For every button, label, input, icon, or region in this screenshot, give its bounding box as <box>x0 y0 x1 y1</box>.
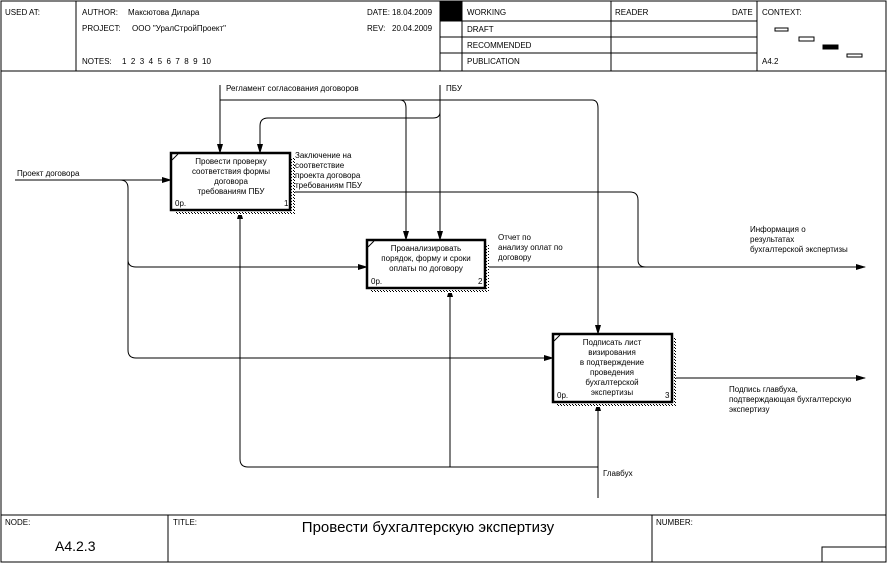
header <box>1 1 886 72</box>
svg-text:1: 1 <box>284 199 289 208</box>
context-label: CONTEXT: <box>762 8 802 17</box>
svg-text:Подпись главбуха,: Подпись главбуха, <box>729 385 798 394</box>
svg-text:3: 3 <box>665 391 670 400</box>
rev: 20.04.2009 <box>392 24 433 33</box>
svg-text:анализу оплат по: анализу оплат по <box>498 243 563 252</box>
arrow-output-1 <box>290 191 647 268</box>
label-output-info: Информация о результатах бухгалтерской э… <box>750 225 848 254</box>
date: 18.04.2009 <box>392 8 433 17</box>
svg-text:оплаты по договору: оплаты по договору <box>389 264 463 273</box>
date-label: DATE: <box>367 8 390 17</box>
status-recommended: RECOMMENDED <box>467 41 532 50</box>
status-working: WORKING <box>467 8 506 17</box>
svg-text:в подтверждение: в подтверждение <box>580 358 645 367</box>
svg-text:результатах: результатах <box>750 235 794 244</box>
svg-text:соответствия формы: соответствия формы <box>192 167 270 176</box>
svg-text:бухгалтерской экспертизы: бухгалтерской экспертизы <box>750 245 848 254</box>
reader-label: READER <box>615 8 649 17</box>
project-label: PROJECT: <box>82 24 121 33</box>
title-label: TITLE: <box>173 518 197 527</box>
number-label: NUMBER: <box>656 518 693 527</box>
svg-text:экспертизы: экспертизы <box>591 388 634 397</box>
diagram-title: Провести бухгалтерскую экспертизу <box>302 519 555 536</box>
svg-text:бухгалтерской: бухгалтерской <box>585 378 638 387</box>
author-label: AUTHOR: <box>82 8 118 17</box>
svg-text:Проанализировать: Проанализировать <box>391 244 461 253</box>
status-draft: DRAFT <box>467 25 494 34</box>
svg-text:порядок, форму и сроки: порядок, форму и сроки <box>381 254 470 263</box>
svg-text:подтверждающая бухгалтерскую: подтверждающая бухгалтерскую <box>729 395 851 404</box>
label-output-2: Отчет по анализу оплат по договору <box>498 233 563 262</box>
arrow-input-branch-3 <box>127 250 554 361</box>
status-publication: PUBLICATION <box>467 57 520 66</box>
svg-text:Информация о: Информация о <box>750 225 806 234</box>
svg-text:0р.: 0р. <box>557 391 568 400</box>
svg-text:экспертизу: экспертизу <box>729 405 769 414</box>
arrows <box>15 85 866 498</box>
activity-box-1[interactable]: Провести проверку соответствия формы дог… <box>169 151 295 215</box>
svg-text:соответствие: соответствие <box>295 161 345 170</box>
svg-text:проведения: проведения <box>590 368 634 377</box>
label-control-regulation: Регламент согласования договоров <box>226 84 359 93</box>
svg-text:договора: договора <box>214 177 248 186</box>
svg-text:Подписать лист: Подписать лист <box>583 338 642 347</box>
reader-date-label: DATE <box>732 8 753 17</box>
svg-text:Провести проверку: Провести проверку <box>195 157 267 166</box>
svg-text:требованиям ПБУ: требованиям ПБУ <box>198 187 266 196</box>
notes: 1 2 3 4 5 6 7 8 9 10 <box>122 57 212 66</box>
activity-box-3[interactable]: Подписать лист визирования в подтвержден… <box>551 332 676 407</box>
svg-text:визирования: визирования <box>588 348 636 357</box>
rev-label: REV: <box>367 24 385 33</box>
svg-text:Отчет по: Отчет по <box>498 233 531 242</box>
svg-text:требованиям ПБУ: требованиям ПБУ <box>295 181 363 190</box>
label-control-pbu: ПБУ <box>446 84 463 93</box>
activity-box-2[interactable]: Проанализировать порядок, форму и сроки … <box>365 238 489 293</box>
svg-text:0р.: 0р. <box>371 277 382 286</box>
arrow-control-pbu-branch-1 <box>257 111 441 154</box>
used-at-label: USED AT: <box>5 8 40 17</box>
svg-text:договору: договору <box>498 253 531 262</box>
project: ООО "УралСтройПроект" <box>132 24 226 33</box>
arrow-control-regulation-branch-3 <box>220 99 601 335</box>
node-number: A4.2.3 <box>55 538 96 554</box>
notes-label: NOTES: <box>82 57 112 66</box>
footer <box>1 514 886 562</box>
label-mechanism: Главбух <box>603 469 633 478</box>
svg-text:проекта договора: проекта договора <box>295 171 361 180</box>
label-input: Проект договора <box>17 169 80 178</box>
node-label: NODE: <box>5 518 30 527</box>
label-output-1: Заключение на соответствие проекта догов… <box>295 151 363 190</box>
svg-text:2: 2 <box>478 277 483 286</box>
arrow-mechanism-branch-1 <box>237 209 598 468</box>
status-marker-working <box>440 1 463 22</box>
arrow-control-regulation-branch-2 <box>399 99 409 241</box>
context-node: A4.2 <box>762 57 779 66</box>
svg-text:Заключение на: Заключение на <box>295 151 352 160</box>
author: Максютова Дилара <box>128 8 200 17</box>
svg-text:0р.: 0р. <box>175 199 186 208</box>
label-output-3: Подпись главбуха, подтверждающая бухгалт… <box>729 385 851 414</box>
